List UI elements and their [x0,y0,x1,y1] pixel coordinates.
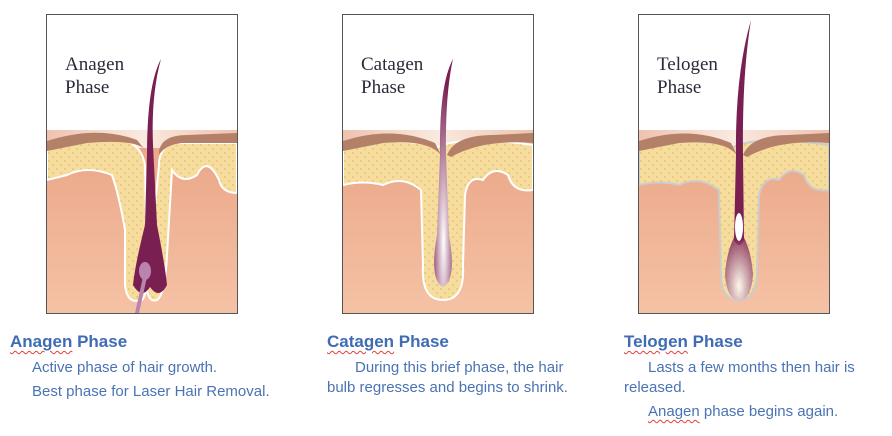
catagen-follicle-illustration [343,59,533,313]
caption-line: Anagen phase begins again. [648,403,839,420]
caption-line: Lasts a few months then hair is released… [624,359,855,396]
caption-title: Anagen Phase [10,332,128,351]
catagen-caption: Catagen Phase During this brief phase, t… [327,332,572,402]
caption-title: Telogen Phase [624,332,743,351]
caption-line: Best phase for Laser Hair Removal. [32,383,270,400]
caption-line: During this brief phase, the hair bulb r… [327,359,568,396]
anagen-follicle-illustration [47,59,237,313]
caption-line: Active phase of hair growth. [32,359,218,376]
caption-title: Catagen Phase [327,332,449,351]
telogen-follicle-illustration [639,20,829,313]
anagen-caption: Anagen Phase Active phase of hair growth… [10,332,280,406]
telogen-caption: Telogen Phase Lasts a few months then ha… [624,332,889,426]
